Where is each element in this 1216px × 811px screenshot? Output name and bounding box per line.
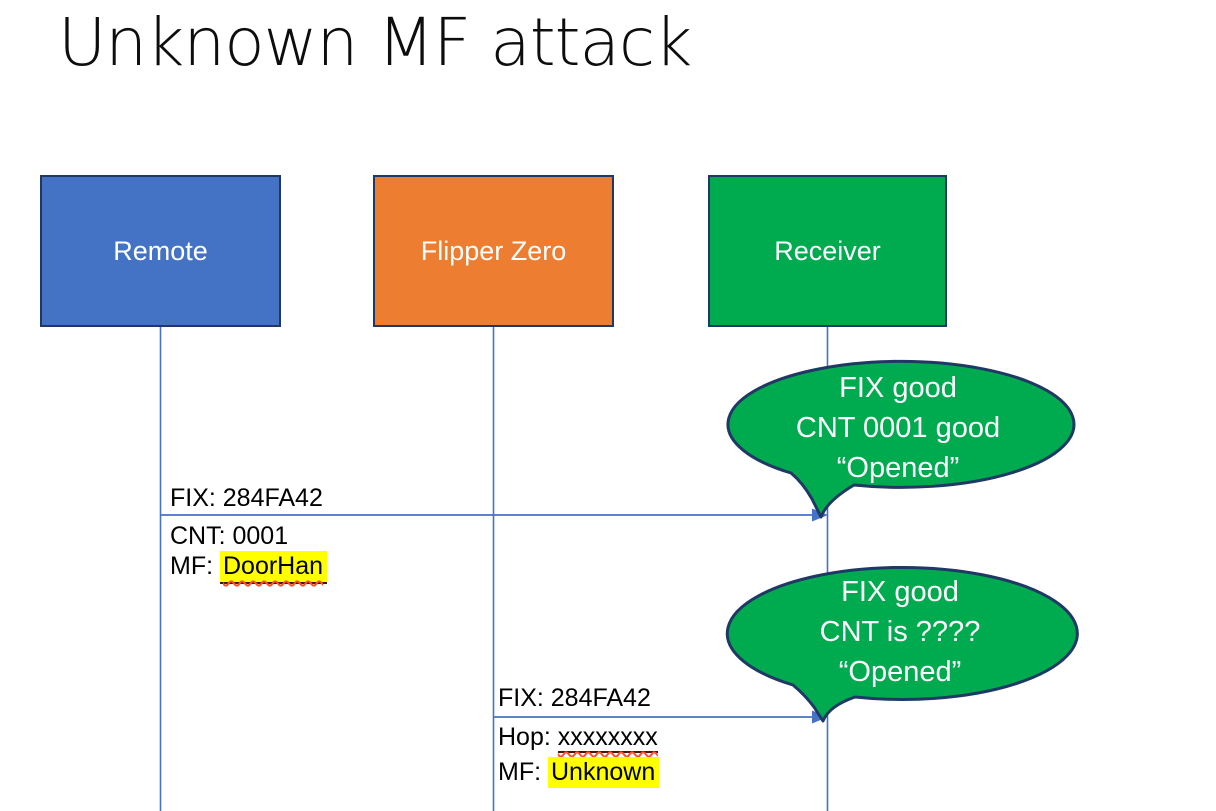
bubble-2-line-2: CNT is ???? xyxy=(819,616,981,648)
bubble-1-line-1: FIX good xyxy=(839,372,957,404)
message-2-mf-prefix: MF: xyxy=(498,758,548,786)
message-2-row-hop: Hop: xxxxxxxx xyxy=(498,723,658,753)
message-1-row-cnt: CNT: 0001 xyxy=(170,522,289,550)
message-2-row-mf: MF: Unknown xyxy=(498,757,660,788)
message-2-row-fix: FIX: 284FA42 xyxy=(498,684,651,712)
bubble-1-line-3: “Opened” xyxy=(836,452,960,484)
bubble-1-line-2: CNT 0001 good xyxy=(795,412,1001,444)
message-2-hop-prefix: Hop: xyxy=(498,723,558,751)
message-1-mf-word-highlight: DoorHan xyxy=(220,551,328,584)
message-1-mf-prefix: MF: xyxy=(170,552,220,580)
message-2-hop-word-underline: xxxxxxxx xyxy=(557,723,658,753)
message-1-row-fix: FIX: 284FA42 xyxy=(170,484,323,512)
actor-label-remote: Remote xyxy=(113,235,208,266)
bubble-2-line-1: FIX good xyxy=(841,576,959,608)
actor-box-receiver: Receiver xyxy=(708,175,947,327)
actor-box-flipper-zero: Flipper Zero xyxy=(373,175,614,327)
message-1-row-mf: MF: DoorHan xyxy=(170,551,328,584)
message-2-hop-word: xxxxxxxx xyxy=(557,723,658,751)
speech-bubble-1-text: FIX good CNT 0001 good “Opened” xyxy=(723,368,1073,488)
speech-bubble-2-text: FIX good CNT is ???? “Opened” xyxy=(725,572,1075,692)
message-1-mf-word: DoorHan xyxy=(223,552,324,580)
actor-label-receiver: Receiver xyxy=(774,235,881,266)
bubble-2-line-3: “Opened” xyxy=(838,656,962,688)
speech-bubble-2-shape xyxy=(725,565,1079,723)
message-2-mf-word: Unknown xyxy=(548,757,660,788)
actor-label-flipper-zero: Flipper Zero xyxy=(420,235,567,266)
slide-title: Unknown MF attack xyxy=(58,4,692,81)
actor-box-remote: Remote xyxy=(40,175,281,327)
speech-bubble-1-shape xyxy=(726,359,1076,519)
